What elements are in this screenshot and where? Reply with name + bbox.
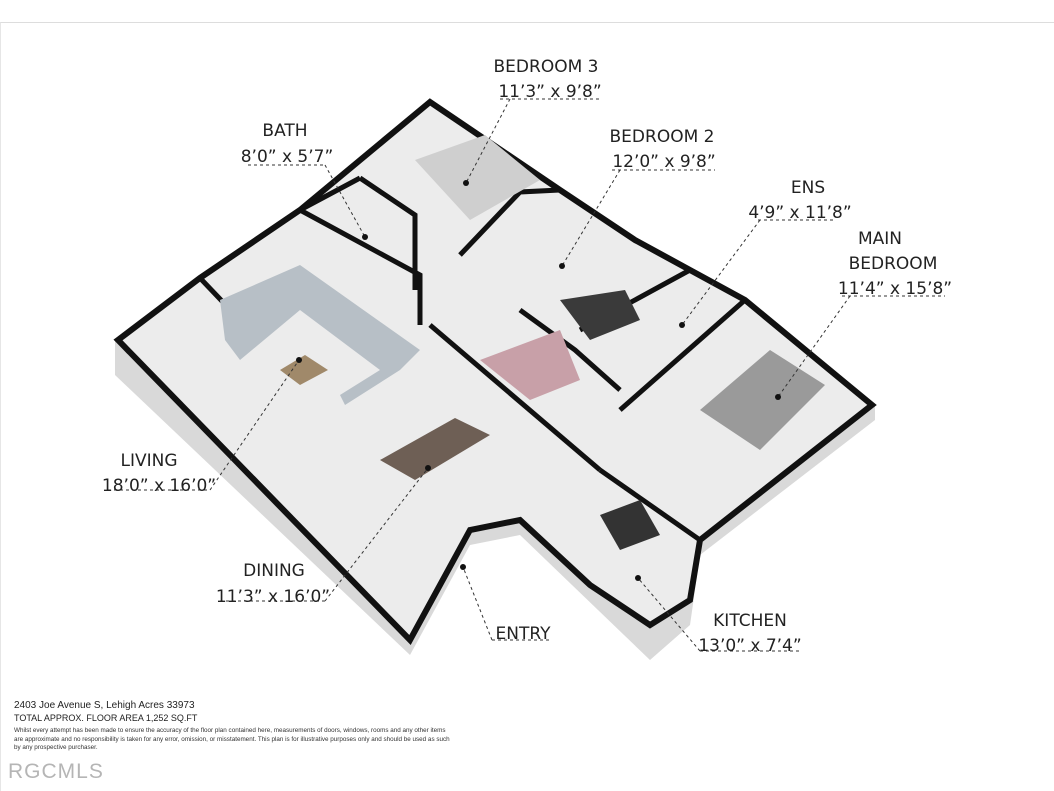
leader-dining xyxy=(324,467,429,602)
floor-area: TOTAL APPROX. FLOOR AREA 1,252 SQ.FT xyxy=(14,713,198,723)
room-name-bedroom-2: BEDROOM 2 xyxy=(610,127,715,147)
room-name-ens: ENS xyxy=(791,178,825,198)
stove xyxy=(600,500,660,550)
leader-main-bedroom xyxy=(777,295,851,398)
room-dots xyxy=(296,180,781,581)
room-name-living: LIVING xyxy=(120,451,177,471)
room-name-main-bedroom-2: BEDROOM xyxy=(849,254,938,274)
leader-entry xyxy=(462,566,493,641)
dot-living xyxy=(296,357,302,363)
leader-kitchen xyxy=(637,577,701,652)
room-name-entry: ENTRY xyxy=(496,624,552,644)
leader-bath xyxy=(324,164,366,238)
leader-bedroom-2 xyxy=(561,169,621,267)
room-name-main-bedroom-1: MAIN xyxy=(858,229,902,249)
bed-2 xyxy=(560,290,640,340)
watermark: RGCMLS xyxy=(8,760,104,783)
room-dims-dining: 11’3” x 16’0” xyxy=(216,587,330,607)
room-dims-bedroom-3: 11’3” x 9’8” xyxy=(498,82,601,102)
coffee-table xyxy=(280,355,328,385)
room-dims-ens: 4’9” x 11’8” xyxy=(748,203,851,223)
room-name-kitchen: KITCHEN xyxy=(713,611,787,631)
dot-bedroom-2 xyxy=(559,263,565,269)
room-dims-bath: 8’0” x 5’7” xyxy=(241,147,334,167)
room-name-bath: BATH xyxy=(262,121,307,141)
room-name-bedroom-3: BEDROOM 3 xyxy=(494,57,599,77)
room-dims-living: 18’0” x 16’0” xyxy=(102,476,216,496)
sofa xyxy=(220,265,420,405)
dot-main-bedroom xyxy=(775,394,781,400)
dot-bedroom-3 xyxy=(463,180,469,186)
dining-table xyxy=(380,418,490,480)
leader-bedroom-3 xyxy=(465,98,511,184)
room-dims-bedroom-2: 12’0” x 9’8” xyxy=(612,152,715,172)
dot-dining xyxy=(425,465,431,471)
dot-bath xyxy=(362,234,368,240)
room-dims-main-bedroom: 11’4” x 15’8” xyxy=(838,279,952,299)
dot-kitchen xyxy=(635,575,641,581)
disclaimer: Whilst every attempt has been made to en… xyxy=(14,727,450,751)
wall-base xyxy=(115,340,875,660)
leader-lines xyxy=(108,98,945,652)
closet xyxy=(480,330,580,400)
bed-3 xyxy=(415,135,540,220)
property-address: 2403 Joe Avenue S, Lehigh Acres 33973 xyxy=(14,700,195,711)
room-name-dining: DINING xyxy=(243,561,305,581)
leader-living xyxy=(209,359,300,491)
room-dims-kitchen: 13’0” x 7’4” xyxy=(698,636,801,656)
dot-entry xyxy=(460,564,466,570)
leader-ens xyxy=(681,219,761,326)
dot-ens xyxy=(679,322,685,328)
